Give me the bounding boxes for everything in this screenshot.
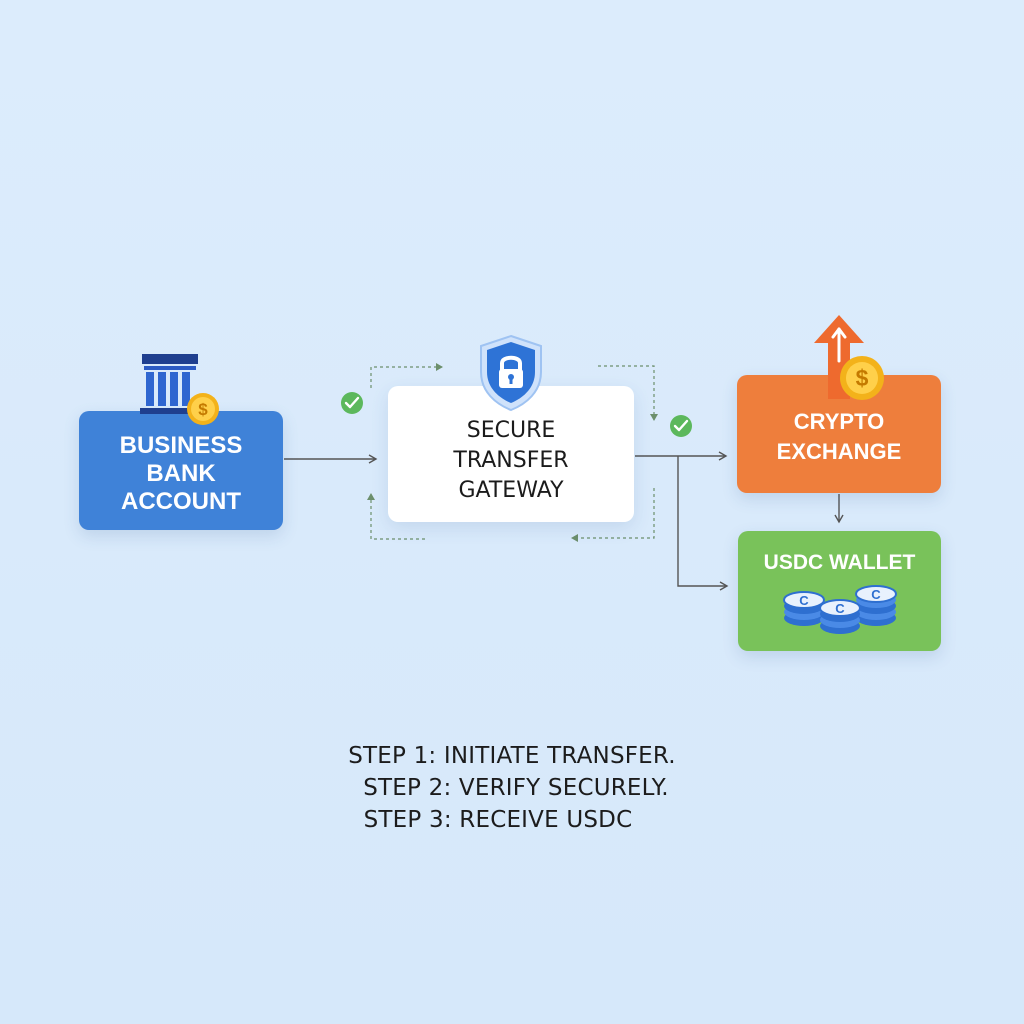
svg-text:C: C <box>799 593 809 608</box>
crypto-exchange-label: CRYPTO EXCHANGE <box>776 409 902 464</box>
svg-text:C: C <box>871 587 881 602</box>
svg-text:C: C <box>835 601 845 616</box>
secure-transfer-gateway-node: SECURE TRANSFER GATEWAY <box>388 386 634 522</box>
dollar-coin-icon: $ <box>840 356 884 400</box>
up-arrow-icon <box>814 315 864 399</box>
check-icon <box>670 415 692 437</box>
check-icon <box>341 392 363 414</box>
dashed-loop-bottom-right <box>571 488 655 542</box>
business-bank-account-label: BUSINESS BANK ACCOUNT <box>119 431 243 515</box>
steps-list: STEP 1: INITIATE TRANSFER. STEP 2: VERIF… <box>300 740 724 836</box>
step-1-text: STEP 1: INITIATE TRANSFER. <box>348 743 676 769</box>
business-bank-account-node: BUSINESS BANK ACCOUNT <box>79 411 283 530</box>
dashed-loop-top-right <box>598 365 658 421</box>
bank-icon <box>140 354 200 414</box>
dashed-loop-bottom-left <box>367 493 425 540</box>
svg-text:$: $ <box>198 400 208 419</box>
arrow-gateway-to-wallet <box>677 456 729 591</box>
usdc-wallet-label: USDC WALLET <box>763 551 916 574</box>
svg-text:$: $ <box>856 365 869 391</box>
step-2-text: STEP 2: VERIFY SECURELY. <box>363 775 669 801</box>
dollar-coin-icon: $ <box>187 393 219 425</box>
step-3-text: STEP 3: RECEIVE USDC <box>363 807 633 833</box>
dashed-loop-top-left <box>370 363 443 388</box>
crypto-exchange-node: CRYPTO EXCHANGE <box>737 375 941 493</box>
shield-lock-icon <box>480 334 542 412</box>
secure-transfer-gateway-label: SECURE TRANSFER GATEWAY <box>453 418 569 503</box>
usdc-coin-stack-icon: C C C <box>783 585 897 634</box>
